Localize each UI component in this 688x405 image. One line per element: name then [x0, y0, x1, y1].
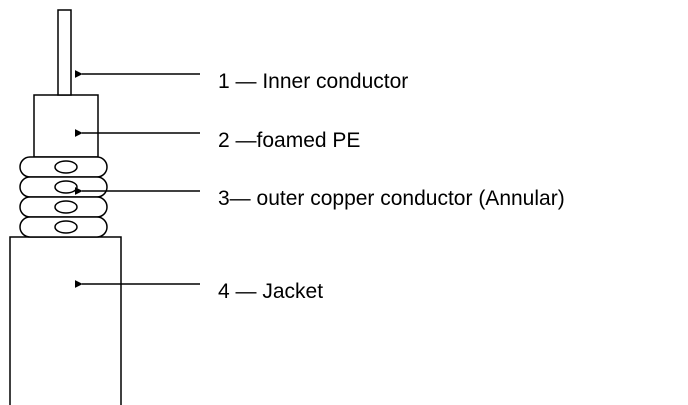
inner-conductor-shape [57, 9, 72, 96]
outer-conductor-shape [19, 156, 108, 238]
label-inner-conductor: 1 — Inner conductor [218, 70, 408, 93]
foamed-pe-shape [33, 94, 99, 158]
label-outer-conductor: 3— outer copper conductor (Annular) [218, 187, 565, 210]
label-jacket: 4 — Jacket [218, 280, 323, 303]
jacket-shape [9, 236, 122, 405]
label-foamed-pe: 2 —foamed PE [218, 129, 360, 152]
